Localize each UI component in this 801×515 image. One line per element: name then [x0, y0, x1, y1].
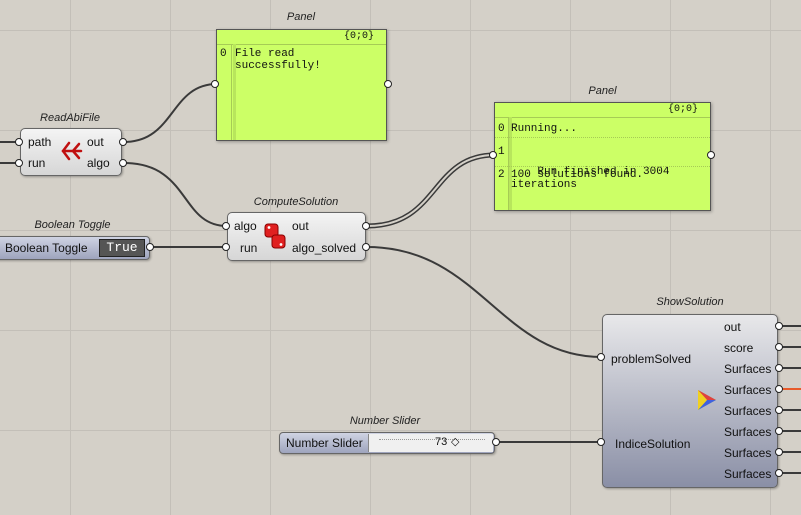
toggle-label: Boolean Toggle [5, 241, 88, 255]
panel2-input-port[interactable] [489, 151, 497, 159]
compute-input-algo: algo [234, 219, 257, 233]
panel-row: 0 File read successfully! [217, 45, 386, 72]
row-index: 0 [220, 48, 227, 60]
row-text: Running... [511, 123, 578, 135]
row-text: 100 solutions found. [511, 169, 644, 181]
show-output-surfaces: Surfaces [724, 383, 772, 397]
panel-header: {0;0} [495, 103, 710, 118]
show-indice-solution-port[interactable] [597, 438, 605, 446]
show-surfaces-port[interactable] [775, 469, 783, 477]
slider-label: Number Slider [286, 436, 363, 450]
show-surfaces-port[interactable] [775, 406, 783, 414]
compute-algo-port[interactable] [222, 222, 230, 230]
slider-output-port[interactable] [492, 438, 500, 446]
show-output-surfaces: Surfaces [724, 425, 772, 439]
read-output-out: out [87, 135, 104, 149]
slider-title: Number Slider [349, 415, 421, 427]
show-output-surfaces: Surfaces [724, 362, 772, 376]
arrows-icon [61, 141, 83, 161]
read-algo-port[interactable] [119, 159, 127, 167]
panel-row: 0 Running... [495, 118, 710, 137]
panel1-output-port[interactable] [384, 80, 392, 88]
slider-ticks [379, 439, 485, 440]
compute-input-run: run [240, 241, 258, 255]
wire-solved-to-show [366, 246, 603, 358]
show-input-indice-solution: IndiceSolution [615, 437, 691, 451]
panel2-output-port[interactable] [707, 151, 715, 159]
wire-compute-out-to-panel [366, 152, 496, 229]
compute-output-algo-solved: algo_solved [292, 241, 357, 255]
read-out-port[interactable] [119, 138, 127, 146]
read-input-path: path [28, 135, 52, 149]
panel-bar [509, 117, 512, 210]
show-output-out: out [724, 320, 741, 334]
show-problem-solved-port[interactable] [597, 353, 605, 361]
read-run-port[interactable] [15, 159, 23, 167]
read-abi-file-component[interactable]: path run out algo [20, 128, 122, 176]
wire-read-out-to-panel [123, 83, 218, 143]
row-text: Run finished in 3004 iterations [511, 166, 670, 191]
row-index: 0 [498, 123, 505, 135]
show-input-problem-solved: problemSolved [611, 352, 692, 366]
panel-solver-log[interactable]: {0;0} 0 Running... 1 Run finished in 300… [494, 102, 711, 211]
panel-gutter [508, 118, 509, 210]
show-title: ShowSolution [656, 296, 724, 308]
show-out-port[interactable] [775, 322, 783, 330]
show-surfaces-port[interactable] [775, 385, 783, 393]
panel1-title: Panel [286, 11, 316, 23]
toggle-output-port[interactable] [146, 243, 154, 251]
compute-algo-solved-port[interactable] [362, 243, 370, 251]
row-index: 1 [498, 146, 505, 158]
panel-file-read[interactable]: {0;0} 0 File read successfully! [216, 29, 387, 141]
show-surfaces-port[interactable] [775, 427, 783, 435]
show-output-surfaces: Surfaces [724, 446, 772, 460]
compute-out-port[interactable] [362, 222, 370, 230]
panel-row: 2 100 solutions found. [495, 166, 710, 181]
panel1-input-port[interactable] [211, 80, 219, 88]
show-score-port[interactable] [775, 343, 783, 351]
panel-header: {0;0} [217, 30, 386, 45]
toggle-title: Boolean Toggle [34, 219, 111, 231]
read-output-algo: algo [87, 156, 110, 170]
read-input-run: run [28, 156, 46, 170]
show-solution-component[interactable]: problemSolved IndiceSolution out score S… [602, 314, 778, 488]
show-output-surfaces: Surfaces [724, 404, 772, 418]
slider-grip-icon[interactable]: ◇ [451, 436, 460, 448]
row-index: 2 [498, 169, 505, 181]
slider-track[interactable]: 73 ◇ [368, 434, 493, 452]
toggle-value-button[interactable]: True [99, 239, 145, 257]
number-slider-component[interactable]: Number Slider 73 ◇ [279, 432, 495, 454]
wire-compute-out-to-panel-inner [366, 154, 496, 227]
read-title: ReadAbiFile [40, 112, 100, 124]
show-output-surfaces: Surfaces [724, 467, 772, 481]
python-icon [264, 223, 286, 249]
read-path-port[interactable] [15, 138, 23, 146]
boolean-toggle-component[interactable]: Boolean Toggle True [0, 236, 150, 260]
row-text: File read successfully! [235, 48, 321, 72]
show-output-score: score [724, 341, 754, 355]
compute-title: ComputeSolution [253, 196, 339, 208]
panel2-title: Panel [588, 85, 617, 97]
compute-solution-component[interactable]: algo run out algo_solved [227, 212, 366, 261]
panel-row: 1 Run finished in 3004 iterations [495, 137, 710, 191]
compute-run-port[interactable] [222, 243, 230, 251]
show-surfaces-port[interactable] [775, 448, 783, 456]
color-wheel-icon [698, 390, 716, 410]
compute-output-out: out [292, 219, 309, 233]
show-surfaces-port[interactable] [775, 364, 783, 372]
slider-value: 73 [435, 436, 448, 448]
panel-gutter [231, 45, 232, 140]
wire-read-algo-to-compute [123, 162, 228, 227]
panel-bar [233, 44, 236, 140]
